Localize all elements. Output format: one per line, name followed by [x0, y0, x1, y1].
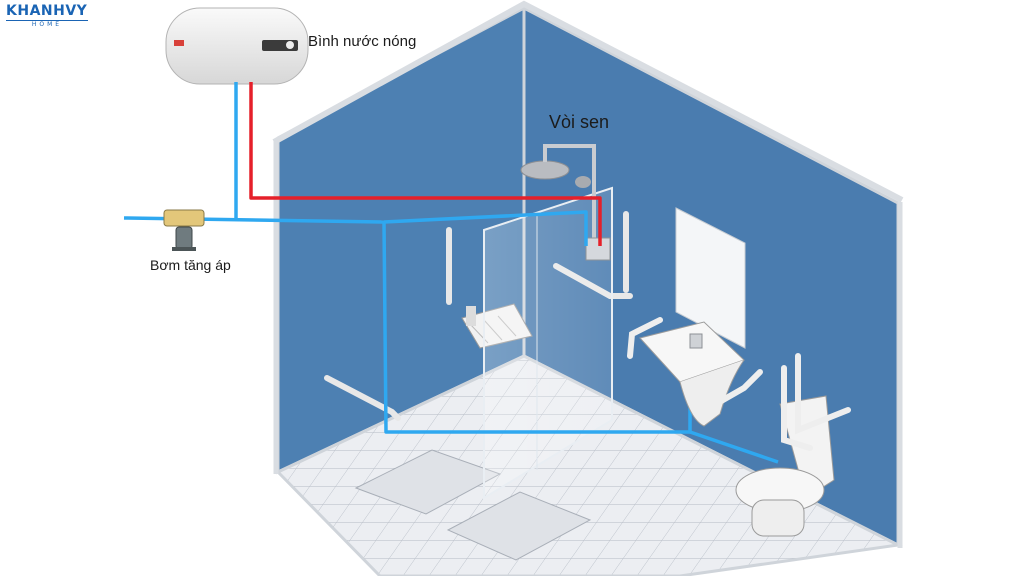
- brand-logo-subtext: HOME: [6, 20, 88, 28]
- grab-bar-low: [324, 375, 401, 421]
- water-heater-dial: [286, 41, 294, 49]
- hand-shower: [575, 176, 591, 188]
- hot-line: [249, 82, 602, 246]
- cold-branch-shower: [383, 210, 588, 246]
- label-shower: Vòi sen: [549, 112, 610, 132]
- cold-toilet-run: [689, 430, 779, 464]
- hot-water-pipes: [249, 82, 602, 246]
- wall-edge: [272, 0, 904, 203]
- brand-logo-text: KHANHVY: [6, 3, 88, 19]
- sink: [627, 317, 763, 427]
- shower-set: [520, 144, 611, 261]
- label-water-heater: Bình nước nóng: [308, 33, 417, 50]
- mirror: [675, 207, 746, 349]
- floor-mat-right: [446, 491, 592, 561]
- label-booster-pump: Bơm tăng áp: [150, 257, 231, 273]
- booster-pump: [163, 209, 205, 251]
- shower-mixer: [585, 237, 611, 261]
- toilet: [735, 353, 851, 537]
- rain-shower-head: [520, 160, 570, 180]
- water-heater: [165, 7, 309, 85]
- brand-logo: KHANHVY HOME: [6, 4, 96, 28]
- glass-shower-panel: [483, 186, 613, 500]
